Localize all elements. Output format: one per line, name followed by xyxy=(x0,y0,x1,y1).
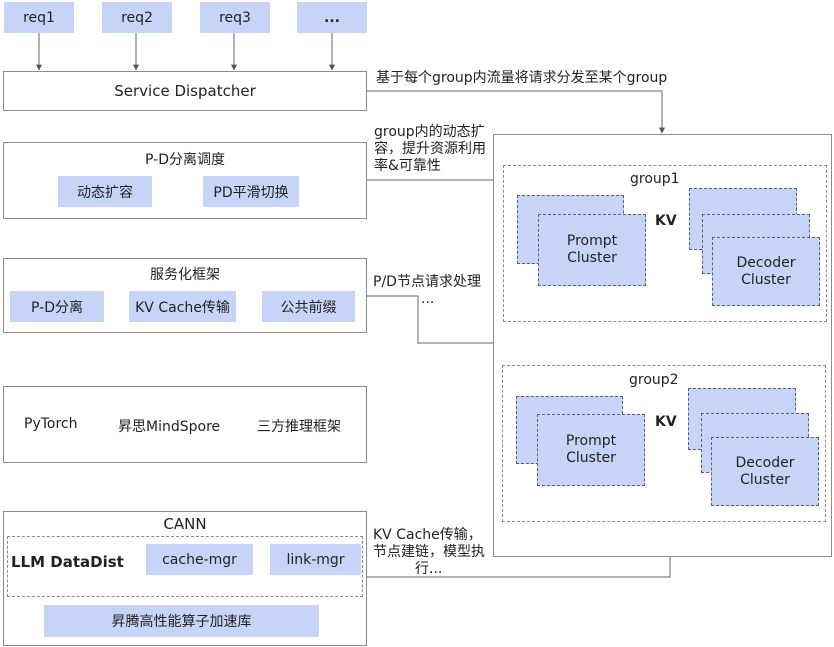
cann-panel: CANN LLM DataDist cache-mgr link-mgr 昇腾高… xyxy=(3,511,367,646)
request-req2: req2 xyxy=(102,2,172,33)
request-req1: req1 xyxy=(4,2,74,33)
frameworks-panel: PyTorch 昇思MindSpore 三方推理框架 xyxy=(3,386,367,463)
dispatch-annotation: 基于每个group内流量将请求分发至某个group xyxy=(376,70,668,86)
third-party-framework-label: 三方推理框架 xyxy=(257,419,341,435)
pd-request-annotation: P/D节点请求处理 ... xyxy=(373,274,481,307)
cache-mgr-item: cache-mgr xyxy=(146,544,253,575)
ascend-operator-library: 昇腾高性能算子加速库 xyxy=(44,605,319,637)
service-dispatcher: Service Dispatcher xyxy=(3,71,367,111)
service-framework-panel: 服务化框架 P-D分离 KV Cache传输 公共前缀 xyxy=(3,258,367,333)
kv-cache-transfer-item: KV Cache传输 xyxy=(129,291,236,322)
scaling-annotation: group内的动态扩 容，提升资源利用 率&可靠性 xyxy=(374,124,486,174)
pd-separation-item: P-D分离 xyxy=(10,291,104,322)
group1-label: group1 xyxy=(630,171,680,187)
common-prefix-item: 公共前缀 xyxy=(262,291,355,322)
link-mgr-item: link-mgr xyxy=(270,544,361,575)
mindspore-label: 昇思MindSpore xyxy=(118,419,221,435)
pd-scheduling-panel: P-D分离调度 动态扩容 PD平滑切换 xyxy=(3,142,367,219)
service-framework-title: 服务化框架 xyxy=(150,267,220,283)
llm-datadist-panel: LLM DataDist cache-mgr link-mgr xyxy=(7,536,363,597)
group2-panel: group2 xyxy=(502,365,826,522)
cann-title: CANN xyxy=(163,515,207,533)
pd-scheduling-title: P-D分离调度 xyxy=(145,152,225,168)
group2-kv-label: KV xyxy=(655,414,677,430)
dynamic-scaling-item: 动态扩容 xyxy=(58,176,152,207)
pd-smooth-switch-item: PD平滑切换 xyxy=(203,176,299,207)
kv-transfer-annotation: KV Cache传输， 节点建链，模型执 行... xyxy=(373,527,485,577)
group1-panel: group1 xyxy=(503,165,827,322)
group2-label: group2 xyxy=(629,372,679,388)
request-more: ... xyxy=(297,2,367,33)
llm-datadist-label: LLM DataDist xyxy=(11,553,124,571)
group1-kv-label: KV xyxy=(655,213,677,229)
request-req3: req3 xyxy=(200,2,270,33)
pytorch-label: PyTorch xyxy=(24,416,78,432)
